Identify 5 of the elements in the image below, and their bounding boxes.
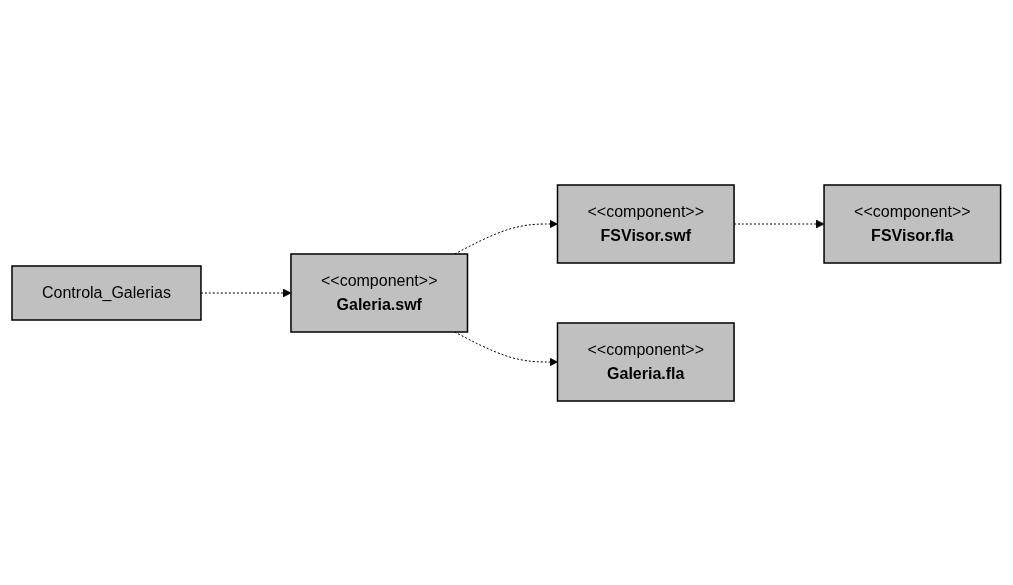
node-box: <<component>> FSVisor.fla	[823, 183, 1002, 264]
node-box: <<component>> FSVisor.swf	[556, 183, 735, 264]
node-box: Controla_Galerias	[11, 264, 202, 321]
node-box: <<component>> Galeria.swf	[290, 252, 469, 333]
node-box: <<component>> Galeria.fla	[556, 321, 735, 402]
